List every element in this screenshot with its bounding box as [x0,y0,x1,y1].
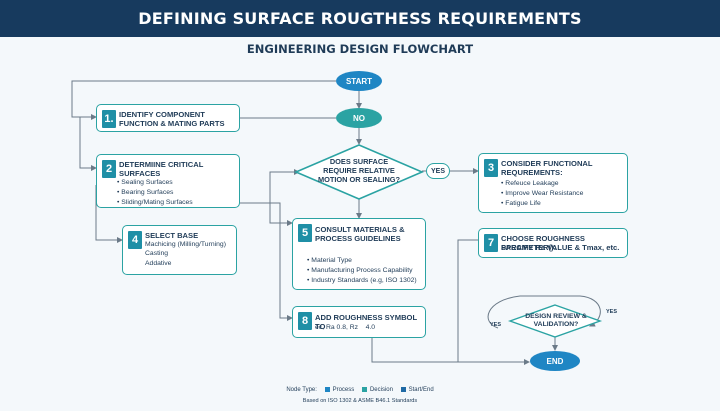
step-3-title: CONSIDER FUNCTIONAL REQUREMENTS: [501,159,593,177]
step-5-title: CONSULT MATERIALS & PROCESS GUIDELINES [315,225,405,243]
line-step8-to-end [371,338,530,365]
step-3-number: 3 [484,159,498,177]
step-5-number: 5 [298,224,312,242]
step-7-title: CHOOSE ROUGHNESS PARAMETER(): [501,234,585,252]
start-node: START [336,71,382,91]
step-1-box: 1. IDENTIFY COMPONENT FUNCTION & MATING … [96,104,240,132]
step-1-number: 1. [102,110,116,128]
no-node: NO [336,108,382,128]
line-loop-to-step1 [71,80,336,120]
line-step5-to-step8 [279,223,293,321]
legend-swatch-decision [361,387,367,392]
step-3-list: Refeuce Leakage Improve Wear Resistance … [501,179,583,208]
step-4-line: Machicing (Milling/Turning) [145,241,226,248]
yes-label-left: YES [490,322,502,328]
step-2-item: Sealing Surfaces [117,178,193,188]
step-8-number: 8 [298,312,312,330]
step-5-item: Material Type [307,256,417,266]
legend: Node Type: Process Decision Start/End [0,387,720,393]
yes-pill: YES [426,163,450,179]
step-3-item: Improve Wear Resistance [501,189,583,199]
step-8-line: ec, Ra 0.8, Rz 4.0 [315,324,376,331]
page-subtitle: ENGINEERING DESIGN FLOWCHART [246,42,474,56]
standards-footnote: Based on ISO 1302 & ASME B46.1 Standards [302,398,418,404]
step-4-lines: Machicing (Milling/Turning) Casting Adda… [145,240,226,268]
yes-label-right: YES [606,309,618,315]
line-step1-to-step2 [79,117,97,171]
step-3-box: 3 CONSIDER FUNCTIONAL REQUREMENTS: Refeu… [478,153,628,213]
legend-item-process: Process [332,387,355,394]
legend-swatch-process [324,387,330,392]
page-title: DEFINING SURFACE ROUGTHESS REQUIREMENTS [138,9,582,28]
step-4-title: SELECT BASE [145,231,199,240]
step-2-title: DETERMIINE CRITICAL SURFACES [119,160,204,178]
step-2-number: 2 [102,160,116,178]
step-5-item: Industry Standards (e.g, ISO 1302) [307,276,416,286]
step-8-title: ADD ROUGHNESS SYMBOL TO [315,313,417,331]
decision-1-text: DOES SURFACE REQUIRE RELATIVE MOTION OR … [317,157,401,184]
step-1-title: IDENTIFY COMPONENT FUNCTION & MATING PAR… [119,110,225,128]
end-node: END [530,351,580,371]
line-step2-to-step5 [240,202,293,226]
decision1-diamond [293,144,425,200]
step-4-line: Casting [145,250,169,258]
step-4-box: 4 SELECT BASE Machicing (Milling/Turning… [122,225,237,275]
step-3-item: Fatigue Life [501,199,583,209]
step-4-line: Addative [145,259,172,267]
step-3-item: Refeuce Leakage [501,179,583,189]
legend-swatch-start-end [400,387,406,392]
line-loop-to-decision1 [269,169,300,224]
line-step7-to-end [457,239,478,362]
legend-label: Node Type: [286,387,317,394]
step-5-list: Material Type Manufacturing Process Capa… [307,256,417,286]
header-banner: DEFINING SURFACE ROUGTHESS REQUIREMENTS [0,0,720,37]
step-7-box: 7 CHOOSE ROUGHNESS PARAMETER(): SPECIFY … [478,228,628,258]
step-2-item: Sliding/Mating Surfaces [117,198,192,208]
step-2-box: 2 DETERMIINE CRITICAL SURFACES Sealing S… [96,154,240,208]
step-8-box: 8 ADD ROUGHNESS SYMBOL TO ec, Ra 0.8, Rz… [292,306,426,338]
legend-item-start-end: Start/End [408,387,434,394]
line-review-loop [487,295,601,329]
decision-2-text: DESIGN REVIEW & VALIDATION? [525,313,587,328]
step-5-box: 5 CONSULT MATERIALS & PROCESS GUIDELINES… [292,218,426,290]
step-2-item: Bearing Surfaces [117,188,193,198]
legend-item-decision: Decision [369,387,393,394]
step-2-list: Sealing Surfaces Bearing Surfaces Slidin… [117,178,193,208]
step-5-item: Manufacturing Process Capability [307,266,417,276]
step-7-line: SPECIFY Ra VALUE & Tmax, etc. [501,243,620,252]
step-4-number: 4 [128,231,142,249]
decision2-diamond [507,304,603,338]
step-7-number: 7 [484,234,498,252]
